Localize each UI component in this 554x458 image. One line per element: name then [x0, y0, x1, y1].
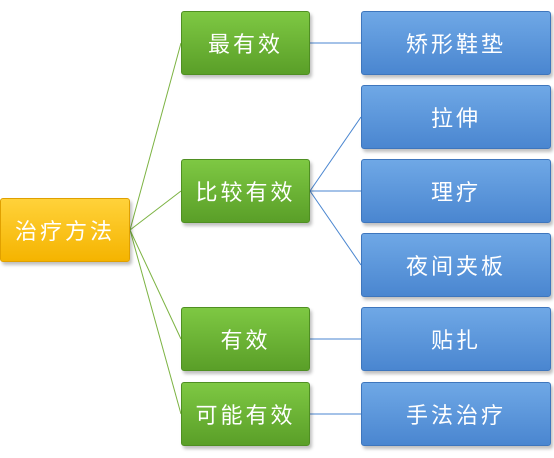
root-node-treatment-methods: 治疗方法 [0, 198, 130, 262]
root-node-label: 治疗方法 [14, 220, 115, 245]
treatment-label: 夜间夹板 [405, 255, 506, 280]
treatment-label: 拉伸 [430, 107, 481, 132]
treatment-node-manual-therapy: 手法治疗 [361, 382, 551, 446]
connector-root-cat-2 [129, 229, 182, 340]
category-label: 可能有效 [195, 404, 296, 429]
category-label: 最有效 [207, 33, 283, 58]
treatment-label: 理疗 [430, 181, 481, 206]
treatment-node-taping: 贴扎 [361, 307, 551, 371]
treatment-node-orthotic-insoles: 矫形鞋垫 [361, 11, 551, 75]
treatment-label: 手法治疗 [405, 404, 506, 429]
treatment-node-physiotherapy: 理疗 [361, 159, 551, 223]
connector-cat-1-leaf-0 [309, 116, 362, 192]
category-node-fairly-effective: 比较有效 [181, 159, 310, 223]
category-label: 比较有效 [195, 181, 296, 206]
category-node-most-effective: 最有效 [181, 11, 310, 75]
treatment-node-stretching: 拉伸 [361, 85, 551, 149]
connector-root-cat-1 [129, 190, 182, 231]
treatment-label: 贴扎 [430, 329, 481, 354]
connector-root-cat-0 [129, 42, 182, 231]
category-label: 有效 [220, 329, 271, 354]
category-node-effective: 有效 [181, 307, 310, 371]
treatment-label: 矫形鞋垫 [405, 33, 506, 58]
category-node-possibly-effective: 可能有效 [181, 382, 310, 446]
treatment-node-night-splint: 夜间夹板 [361, 233, 551, 297]
connector-root-cat-3 [129, 229, 182, 415]
connector-cat-1-leaf-2 [309, 190, 362, 266]
